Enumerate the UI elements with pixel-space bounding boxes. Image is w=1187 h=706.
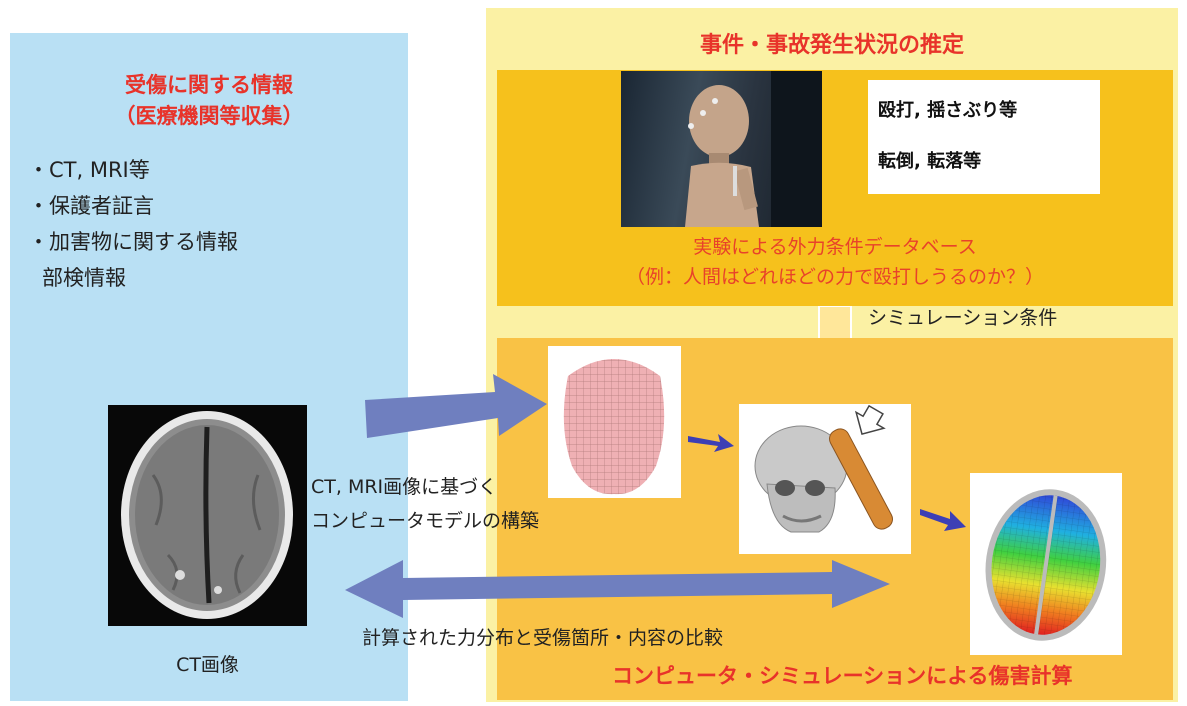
crash-dummy-photo [621, 71, 822, 227]
ct-image [108, 405, 307, 626]
head-mesh-card [548, 346, 681, 498]
injury-info-subtitle: （医療機関等収集） [114, 104, 304, 128]
brain-stress-heatmap-icon [985, 489, 1107, 641]
build-model-arrow [365, 374, 547, 438]
simulation-title: コンピュータ・シミュレーションによる傷害計算 [612, 664, 1073, 688]
list-item: ・CT, MRI等 [28, 158, 150, 182]
head-mesh-model-icon [563, 359, 665, 495]
list-item: 部検情報 [42, 266, 126, 290]
simulation-conditions-label: シミュレーション条件 [868, 307, 1058, 329]
force-scenarios-card [868, 80, 1100, 194]
model-construction-caption: コンピュータモデルの構築 [311, 510, 540, 532]
injury-info-list: ・CT, MRI等 ・保護者証言 ・加害物に関する情報 部検情報 [28, 152, 238, 296]
small-arrow-icon [920, 509, 966, 531]
dummy-figure-icon [685, 71, 822, 227]
brain-ct-scan-icon [121, 411, 293, 619]
list-item: ・保護者証言 [28, 194, 154, 218]
comparison-caption: 計算された力分布と受傷箇所・内容の比較 [362, 627, 724, 649]
scenario-line: 転倒, 転落等 [878, 151, 982, 172]
incident-estimation-title: 事件・事故発生状況の推定 [699, 33, 964, 58]
list-item: ・加害物に関する情報 [28, 230, 238, 254]
skull-with-bat-icon [754, 404, 893, 533]
database-example: （例：人間はどれほどの力で殴打しうるのか？） [625, 266, 1044, 288]
skull-impact-card [739, 404, 911, 554]
injury-info-title: 受傷に関する情報 [125, 73, 293, 97]
database-label: 実験による外力条件データベース [693, 236, 977, 258]
model-construction-caption: CT, MRI画像に基づく [311, 476, 498, 498]
ct-image-caption: CT画像 [176, 654, 239, 676]
brain-stress-map-card [970, 473, 1122, 655]
small-arrow-icon [688, 434, 734, 452]
scenario-line: 殴打, 揺さぶり等 [878, 100, 1018, 121]
comparison-double-arrow [345, 560, 890, 618]
